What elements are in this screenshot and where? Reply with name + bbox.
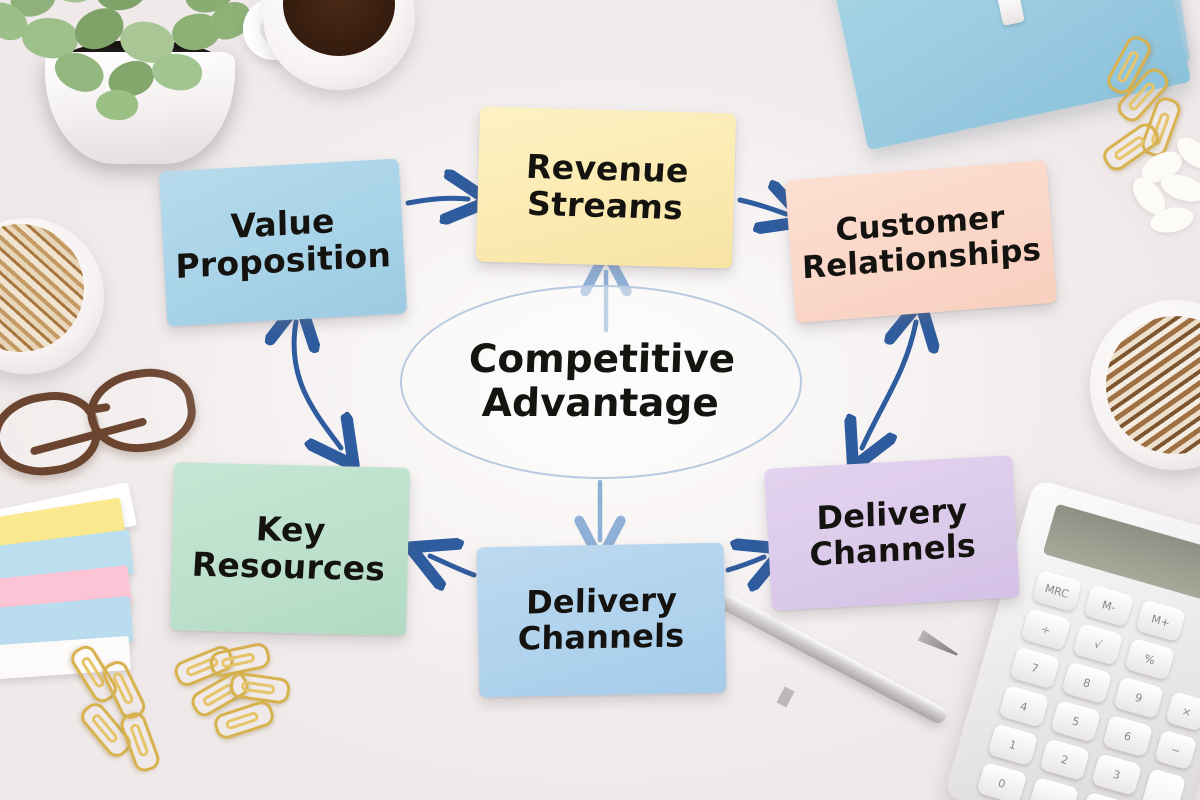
node-key-resources[interactable]: Key Resources: [169, 462, 411, 636]
white-flower: [1120, 131, 1200, 260]
calculator-key-6[interactable]: 6: [1102, 714, 1154, 758]
connector-delivery-to-key: [430, 556, 477, 575]
calculator-key-5[interactable]: 5: [1050, 699, 1102, 743]
node-value-proposition[interactable]: Value Proposition: [158, 158, 408, 327]
calculator-key-dot[interactable]: .: [1028, 776, 1080, 800]
pen-ring: [776, 686, 795, 708]
calculator-key-divide[interactable]: ÷: [1020, 607, 1072, 651]
node-label: Revenue Streams: [524, 146, 690, 227]
node-label: Key Resources: [191, 509, 387, 589]
calculator-key-7[interactable]: 7: [1009, 646, 1061, 690]
pen-tip: [918, 630, 961, 660]
gold-paperclips-bl2: [170, 641, 320, 765]
connector-revenue-to-customer: [737, 200, 786, 214]
node-label: Value Proposition: [175, 200, 392, 286]
connector-value-to-revenue: [405, 198, 468, 203]
calculator-key-mrc[interactable]: MRC: [1031, 569, 1083, 613]
calculator-key-4[interactable]: 4: [998, 684, 1050, 728]
calculator-key-plus[interactable]: +: [1131, 767, 1187, 800]
calculator-key-multiply[interactable]: ×: [1165, 691, 1200, 732]
calculator-key-minus[interactable]: −: [1154, 729, 1198, 771]
connector-delivery-to-delivery: [725, 557, 764, 570]
calculator-key-3[interactable]: 3: [1091, 753, 1143, 796]
connector-value-key-double: [294, 322, 341, 448]
node-label: Customer Relationships: [801, 199, 1042, 286]
connector-customer-delivery-double: [862, 322, 916, 448]
node-delivery-channels-center[interactable]: Delivery Channels: [476, 542, 727, 698]
node-customer-relationships[interactable]: Customer Relationships: [784, 159, 1058, 324]
node-competitive-advantage[interactable]: Competitive Advantage: [400, 285, 802, 479]
calculator-key-8[interactable]: 8: [1061, 661, 1113, 705]
node-label: Competitive Advantage: [467, 337, 736, 426]
calculator-key-1[interactable]: 1: [987, 723, 1039, 767]
sticky-note-strips: [0, 482, 152, 681]
node-label: Delivery Channels: [517, 580, 685, 658]
pen-body: [715, 591, 950, 726]
calculator-key-mminus[interactable]: M-: [1083, 584, 1135, 628]
calculator-key-0[interactable]: 0: [976, 761, 1028, 800]
calculator-key-sqrt[interactable]: √: [1072, 622, 1124, 666]
calculator-key-2[interactable]: 2: [1039, 738, 1091, 782]
calculator-key-mplus[interactable]: M+: [1135, 599, 1187, 643]
node-delivery-channels-right[interactable]: Delivery Channels: [764, 455, 1020, 611]
node-label: Delivery Channels: [808, 490, 976, 574]
node-revenue-streams[interactable]: Revenue Streams: [475, 106, 737, 269]
calculator-key-9[interactable]: 9: [1113, 676, 1165, 720]
calculator-key-percent[interactable]: %: [1124, 637, 1176, 681]
